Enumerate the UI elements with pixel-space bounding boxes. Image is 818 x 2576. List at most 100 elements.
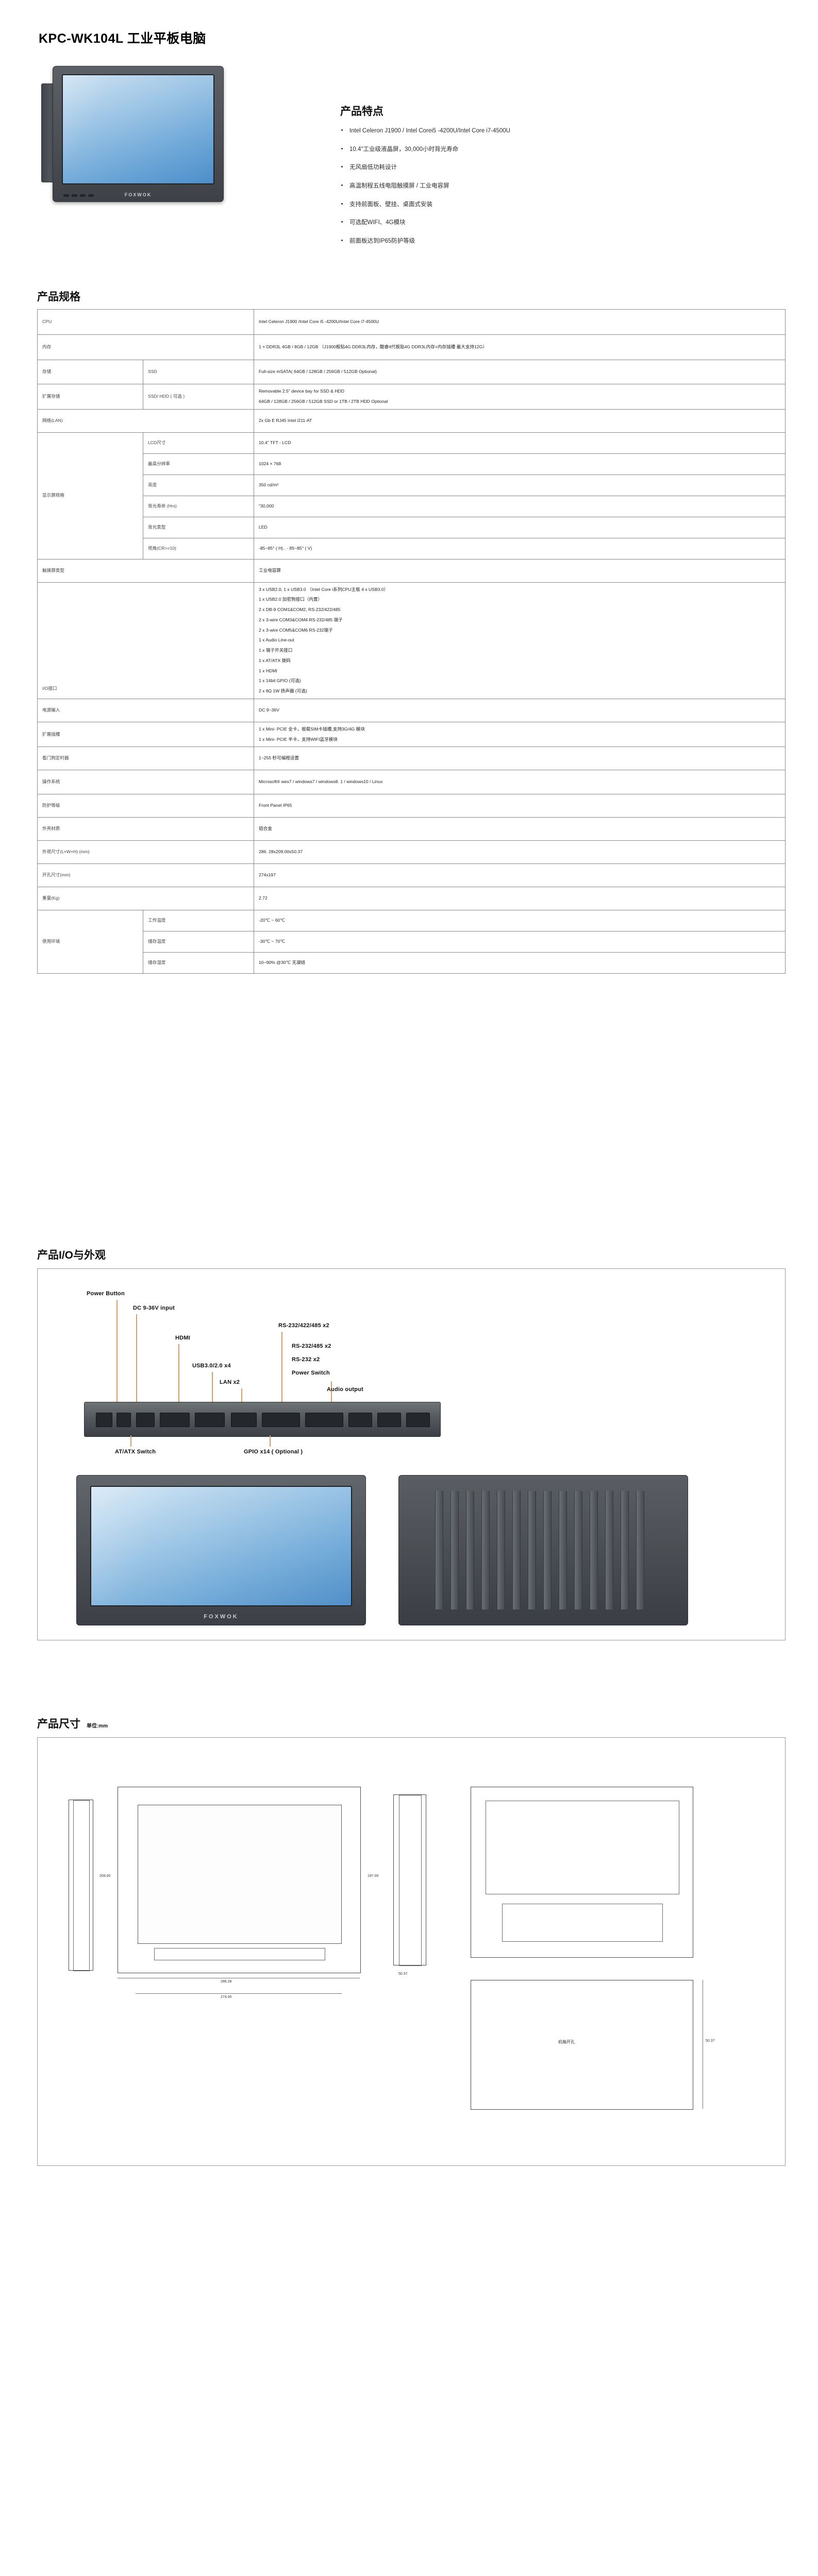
spec-key: 扩展存储 bbox=[37, 384, 143, 410]
spec-value: -85~85° ( H) , - 85~85° ( V) bbox=[254, 537, 786, 560]
table-row: 储存温度 -30℃ ~ 70℃ bbox=[38, 931, 786, 953]
io-callout-gpio: GPIO x14 ( Optional ) bbox=[244, 1449, 303, 1455]
spec-value: "30,000 bbox=[254, 495, 786, 517]
spec-value: -20℃ ~ 60℃ bbox=[254, 910, 786, 932]
drawing-side-view bbox=[69, 1800, 93, 1971]
spec-value-line: 2 x 3-wire COM3&COM4 RS-232/485 端子 bbox=[259, 617, 343, 622]
spec-value: 10.4" TFT - LCD bbox=[254, 432, 786, 454]
io-heading: 产品I/O与外观 bbox=[37, 1249, 106, 1261]
spec-value: 286. 28x209.00x50.37 bbox=[254, 840, 786, 865]
dimensions-drawings: 286.28 274.00 209.00 197.00 50.37 机箱开孔 5… bbox=[37, 1737, 786, 2166]
spec-value-line: 1 x USB2.0 加密狗接口（内置） bbox=[259, 597, 323, 602]
spec-value: LED bbox=[254, 516, 786, 538]
io-callout-dc-input: DC 9-36V input bbox=[133, 1305, 175, 1311]
table-row: 防护等级 Front Panel IP65 bbox=[37, 794, 786, 818]
table-row: 最高分辨率 1024 × 768 bbox=[38, 453, 786, 475]
spec-subkey: 储存湿度 bbox=[143, 952, 254, 974]
table-row: 背光类型 LED bbox=[38, 516, 786, 538]
spec-value-line: Removable 2.5" device bay for SSD & HDD bbox=[259, 388, 344, 394]
dimension-label: 50.37 bbox=[398, 1972, 408, 1976]
spec-value: 铝合金 bbox=[254, 817, 786, 841]
spec-value: 1 × DDR3L 4GB / 8GB / 12GB （J1900板贴4G DD… bbox=[254, 334, 786, 360]
table-row: 内存 1 × DDR3L 4GB / 8GB / 12GB （J1900板贴4G… bbox=[37, 334, 786, 360]
spec-subkey: 储存温度 bbox=[143, 931, 254, 953]
spec-value-line: 3 x USB2.0, 1 x USB3.0 （Intel Core i系列CP… bbox=[259, 586, 389, 592]
io-callout-audio-output: Audio output bbox=[327, 1386, 363, 1393]
spec-subkey: LCD尺寸 bbox=[143, 432, 254, 454]
io-callout-at-atx-switch: AT/ATX Switch bbox=[115, 1449, 156, 1455]
spec-value-line: 2 x DB-9 COM1&COM2, RS-232/422/485 bbox=[259, 607, 341, 612]
table-row: I/O接口 3 x USB2.0, 1 x USB3.0 （Intel Core… bbox=[37, 582, 786, 699]
spec-value: 1 x Mini- PCIE 全卡，板载SIM卡插槽,支持3G/4G 模块 1 … bbox=[254, 721, 786, 748]
table-row: 触摸屏类型 工业电容屏 bbox=[37, 558, 786, 583]
spec-value: Front Panel IP65 bbox=[254, 794, 786, 818]
spec-value-line: 1 x 14bit GPIO (可选) bbox=[259, 678, 301, 684]
io-block: 产品I/O与外观 Power Button DC 9-36V input HDM… bbox=[37, 1247, 786, 1640]
spec-group-label: 使用环境 bbox=[37, 910, 143, 974]
spec-key: 外壳材质 bbox=[37, 817, 254, 841]
io-callout-rs232-422-485: RS-232/422/485 x2 bbox=[278, 1323, 329, 1329]
spec-value-line: 2 x 3-wire COM5&COM6 RS-232端子 bbox=[259, 627, 333, 633]
product-photo-brand: FOXWOK bbox=[124, 192, 152, 197]
spec-value: Microsoft® wes7 / windows7 / windows8. 1… bbox=[254, 770, 786, 795]
spec-group-label: 显示屏规格 bbox=[37, 432, 143, 560]
dimensions-heading: 产品尺寸 bbox=[37, 1718, 80, 1730]
spec-value-line: 2 x 8Ω 1W 扬声器 (可选) bbox=[259, 688, 307, 693]
spec-key: 内存 bbox=[37, 334, 254, 360]
drawing-top-view bbox=[393, 1794, 426, 1966]
table-row: 使用环境 工作温度 -20℃ ~ 60℃ bbox=[37, 910, 786, 974]
spec-subkey: 最高分辨率 bbox=[143, 453, 254, 475]
spec-value: Removable 2.5" device bay for SSD & HDD … bbox=[254, 384, 786, 410]
product-photo-buttons bbox=[63, 194, 94, 197]
spec-value-line: 1 x Audio Line-out bbox=[259, 637, 294, 643]
spec-value-line: 1 x Mini- PCIE 全卡，板载SIM卡插槽,支持3G/4G 模块 bbox=[259, 726, 365, 732]
spec-value: 350 cd/m² bbox=[254, 474, 786, 496]
spec-key: 重量(Kg) bbox=[37, 887, 254, 911]
io-callout-usb: USB3.0/2.0 x4 bbox=[192, 1363, 231, 1369]
spec-value-line: 1 x Mini- PCIE 半卡，支持WIFI蓝牙模块 bbox=[259, 736, 338, 742]
dimension-label: 209.00 bbox=[99, 1874, 111, 1878]
spec-subkey: 亮度 bbox=[143, 474, 254, 496]
io-callout-rs232: RS-232 x2 bbox=[292, 1357, 320, 1363]
dimension-label: 274.00 bbox=[221, 1995, 232, 1999]
dimensions-unit: 单位:mm bbox=[87, 1723, 108, 1729]
io-callout-rs232-485: RS-232/485 x2 bbox=[292, 1343, 331, 1349]
io-callout-hdmi: HDMI bbox=[175, 1335, 190, 1341]
table-row: 看门狗定时器 1~255 秒可编程设置 bbox=[37, 747, 786, 771]
spec-key: 外观尺寸(L×W×H) (mm) bbox=[37, 840, 254, 865]
spec-value: 2.72 bbox=[254, 887, 786, 911]
spec-key: 触摸屏类型 bbox=[37, 558, 254, 583]
spec-value: 274x197 bbox=[254, 863, 786, 888]
features-heading: 产品特点 bbox=[340, 106, 383, 117]
front-view-screen bbox=[90, 1486, 352, 1606]
spec-value: Intel Celeron J1900 /Intel Core i5 -4200… bbox=[254, 309, 786, 335]
spec-key: 扩展插槽 bbox=[37, 721, 254, 748]
product-photo-screen bbox=[62, 74, 214, 184]
table-row: 外壳材质 铝合金 bbox=[37, 817, 786, 841]
spec-subkey: SSD/ HDD ( 可选 ) bbox=[143, 384, 254, 410]
spec-block: 产品规格 CPU Intel Celeron J1900 /Intel Core… bbox=[37, 289, 786, 974]
product-photo: FOXWOK bbox=[37, 57, 264, 227]
io-diagram: Power Button DC 9-36V input HDMI USB3.0/… bbox=[37, 1268, 786, 1640]
spec-key: 网络(LAN) bbox=[37, 409, 254, 433]
feature-item: 高温制程五线电阻触摸屏 / 工业电容屏 bbox=[340, 182, 773, 191]
table-row: 储存湿度 10~90% @30℃ 无凝结 bbox=[38, 952, 786, 974]
io-callout-power-switch: Power Switch bbox=[292, 1370, 330, 1376]
spec-key: 操作系统 bbox=[37, 770, 254, 795]
spec-value: 工业电容屏 bbox=[254, 558, 786, 583]
spec-key: 存储 bbox=[37, 360, 143, 384]
spec-subkey: 背光寿命 (Hrs) bbox=[143, 495, 254, 517]
io-callout-group: Power Button DC 9-36V input HDMI USB3.0/… bbox=[87, 1291, 478, 1408]
table-row: 网络(LAN) 2x Gb E RJ45 Intel i211-AT bbox=[37, 409, 786, 433]
feature-item: 前面板达到IP65防护等级 bbox=[340, 237, 773, 246]
feature-item: 可选配WIFI、4G模块 bbox=[340, 218, 773, 227]
rear-view-image bbox=[398, 1475, 688, 1625]
spec-table: CPU Intel Celeron J1900 /Intel Core i5 -… bbox=[37, 309, 786, 974]
dimensions-block: 产品尺寸 单位:mm 286.28 274.00 209.00 197.00 bbox=[37, 1716, 786, 2166]
spec-key: 开孔尺寸(mm) bbox=[37, 863, 254, 888]
spec-subkey: 背光类型 bbox=[143, 516, 254, 538]
spec-subkey: 工作温度 bbox=[143, 910, 254, 932]
dimension-label: 50.37 bbox=[706, 2039, 715, 2043]
spec-value: 2x Gb E RJ45 Intel i211-AT bbox=[254, 409, 786, 433]
